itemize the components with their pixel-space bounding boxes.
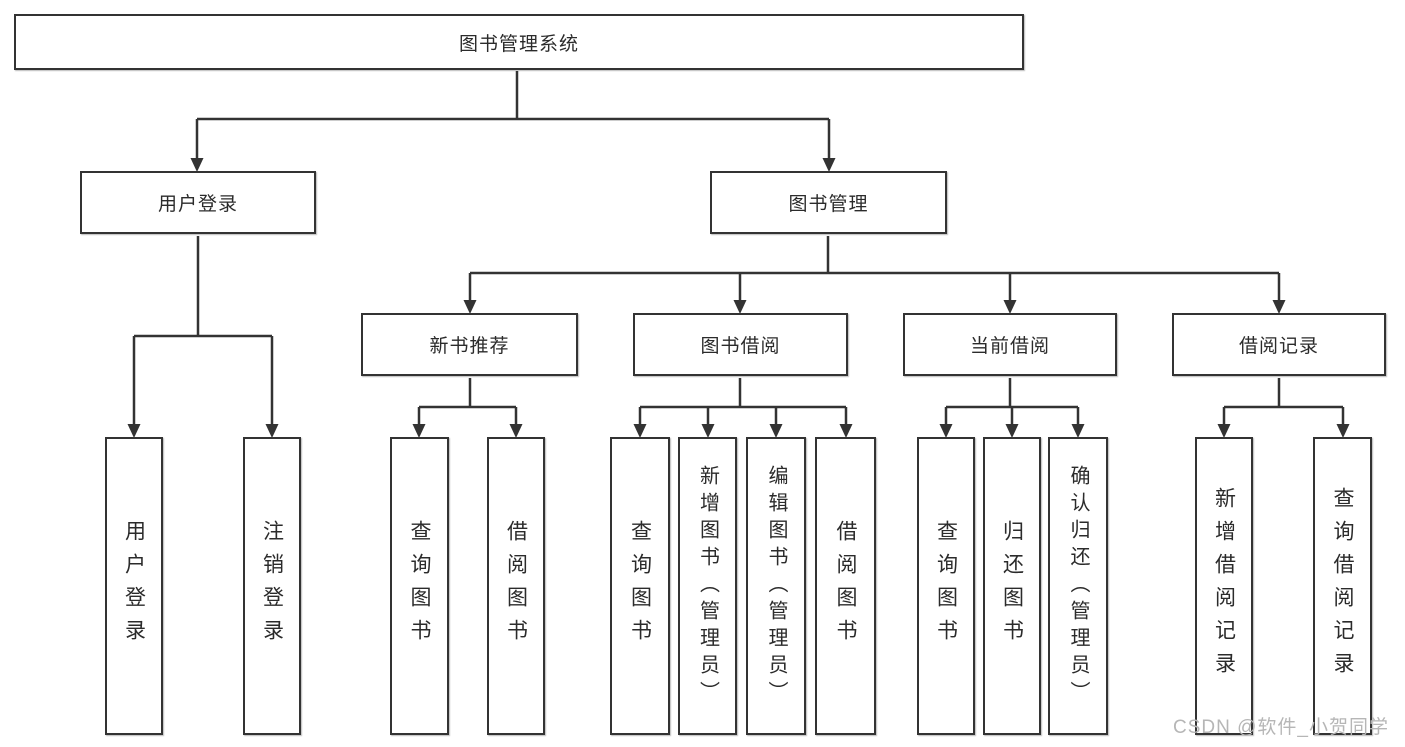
leaf-logout: 注销登录: [243, 437, 301, 735]
node-label: 借阅记录: [1238, 336, 1319, 357]
node-label: 图书管理系统: [458, 33, 579, 55]
leaf-label: 归还图书: [1000, 520, 1024, 652]
node-label: 用户登录: [157, 194, 238, 215]
leaf-label: 确认归还（管理员）: [1067, 464, 1089, 708]
leaf-borrow-books-1: 借阅图书: [487, 437, 545, 735]
leaf-query-books-2: 查询图书: [610, 437, 670, 735]
leaf-confirm-return-admin: 确认归还（管理员）: [1048, 437, 1108, 735]
connector-book-mgmt-to-level3: [468, 236, 1281, 301]
csdn-watermark: CSDN @软件_小贺同学: [1173, 717, 1389, 738]
leaf-add-borrow-record: 新增借阅记录: [1195, 437, 1253, 735]
leaf-label: 借阅图书: [504, 520, 528, 652]
connector-user-login-branch: [132, 236, 274, 425]
leaf-label: 新增借阅记录: [1212, 487, 1236, 685]
leaf-label: 查询图书: [934, 520, 958, 652]
leaf-return-books: 归还图书: [983, 437, 1041, 735]
node-new-book-recommend: 新书推荐: [361, 313, 578, 376]
leaf-label: 编辑图书（管理员）: [765, 464, 787, 708]
node-label: 当前借阅: [969, 336, 1050, 357]
connector-new-book-branch: [417, 378, 518, 425]
node-book-management: 图书管理: [710, 171, 947, 234]
connector-root-to-level2: [195, 71, 831, 159]
node-system-root: 图书管理系统: [14, 14, 1024, 70]
leaf-edit-books-admin: 编辑图书（管理员）: [746, 437, 806, 735]
node-current-borrowing: 当前借阅: [903, 313, 1117, 376]
node-label: 图书借阅: [700, 336, 781, 357]
leaf-borrow-books-2: 借阅图书: [815, 437, 876, 735]
leaf-label: 用户登录: [122, 520, 146, 652]
connector-current-borrow-branch: [944, 378, 1080, 425]
connector-borrow-record-branch: [1222, 378, 1345, 425]
leaf-query-borrow-record: 查询借阅记录: [1313, 437, 1372, 735]
leaf-user-login: 用户登录: [105, 437, 163, 735]
leaf-query-books-1: 查询图书: [390, 437, 449, 735]
leaf-label: 查询图书: [408, 520, 431, 652]
node-label: 图书管理: [788, 194, 869, 215]
leaf-add-books-admin: 新增图书（管理员）: [678, 437, 737, 735]
leaf-label: 查询图书: [628, 520, 652, 652]
node-borrow-records: 借阅记录: [1172, 313, 1386, 376]
node-user-login: 用户登录: [80, 171, 316, 234]
leaf-query-books-3: 查询图书: [917, 437, 975, 735]
node-label: 新书推荐: [429, 336, 510, 357]
leaf-label: 借阅图书: [834, 520, 857, 652]
connector-book-borrow-branch: [638, 378, 848, 425]
leaf-label: 查询借阅记录: [1331, 487, 1354, 685]
leaf-label: 新增图书（管理员）: [696, 464, 719, 708]
node-book-borrowing: 图书借阅: [633, 313, 848, 376]
leaf-label: 注销登录: [260, 520, 284, 652]
